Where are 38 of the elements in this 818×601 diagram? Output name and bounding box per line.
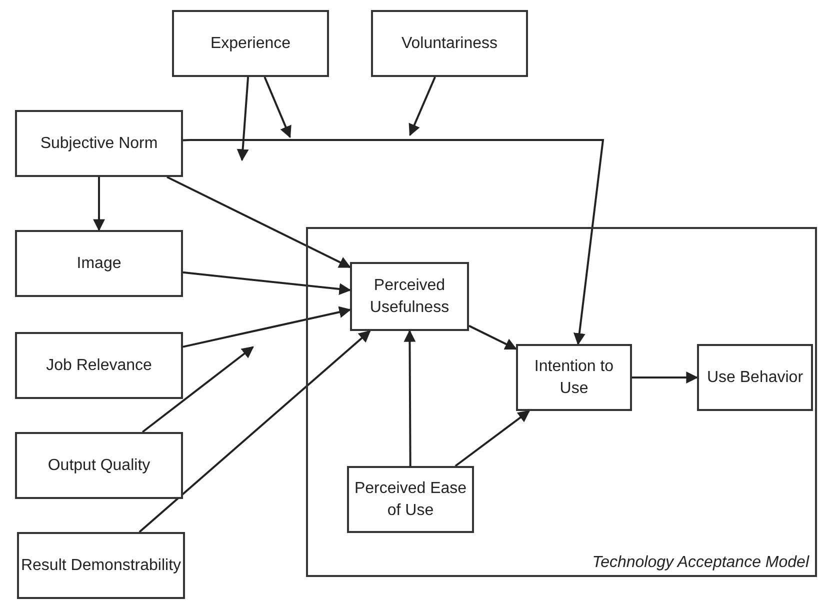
arrow: [182, 271, 352, 295]
frame-title: Technology Acceptance Model: [592, 554, 809, 572]
construct-label: Experience: [210, 34, 291, 54]
construct-box: [17, 532, 185, 599]
construct-label: Job Relevance: [46, 356, 152, 376]
construct-box: [697, 344, 813, 411]
arrow: [468, 324, 518, 350]
arrow: [264, 76, 292, 138]
arrow: [138, 330, 371, 533]
arrow: [236, 76, 250, 162]
construct-label: Use Behavior: [706, 368, 804, 388]
construct-box: [15, 110, 183, 177]
construct-label: Result Demonstrability: [20, 556, 182, 576]
arrow: [166, 176, 352, 268]
arrow: [182, 139, 604, 346]
arrow: [408, 76, 436, 136]
construct-label: Perceived Ease of Use: [353, 478, 468, 520]
arrow: [632, 372, 698, 384]
model-frame: [306, 227, 817, 577]
construct-box: [15, 432, 183, 499]
arrow: [182, 306, 352, 348]
arrow: [142, 346, 254, 433]
construct-box: [172, 10, 329, 77]
construct-label: Image: [76, 254, 122, 274]
construct-label: Voluntariness: [401, 34, 498, 54]
arrow: [454, 410, 530, 467]
construct-box: [347, 466, 474, 533]
arrow: [404, 330, 416, 466]
construct-label: Perceived Usefulness: [368, 276, 450, 318]
construct-box: [350, 262, 469, 331]
construct-label: Subjective Norm: [40, 134, 158, 154]
construct-box: [15, 230, 183, 297]
construct-box: [516, 344, 632, 411]
construct-label: Output Quality: [48, 456, 150, 476]
construct-box: [15, 332, 183, 399]
arrow: [93, 177, 105, 232]
construct-box: [371, 10, 528, 77]
construct-label: Intention to Use: [533, 356, 615, 398]
